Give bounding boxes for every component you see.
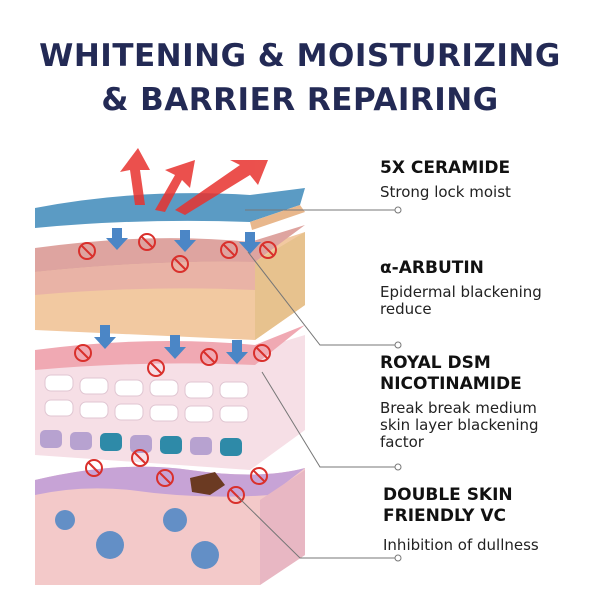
ingredient-description: Break break medium skin layer blackening… bbox=[380, 399, 539, 451]
ingredient-description: Strong lock moist bbox=[380, 183, 511, 201]
penetration-arrows-icon bbox=[94, 228, 261, 364]
connector-lines bbox=[237, 206, 402, 562]
epidermis-layer bbox=[35, 225, 305, 340]
moisture-escape-arrows-icon bbox=[120, 148, 268, 215]
ingredient-description: Inhibition of dullness bbox=[383, 536, 539, 554]
ingredient-ceramide: 5X CERAMIDE Strong lock moist bbox=[380, 158, 511, 201]
block-icons bbox=[74, 233, 277, 504]
ingredient-name: 5X CERAMIDE bbox=[380, 158, 511, 178]
barrier-layer bbox=[35, 188, 305, 230]
ingredient-description: Epidermal blackening reduce bbox=[380, 283, 542, 318]
ingredient-name: α-ARBUTIN bbox=[380, 258, 484, 278]
ingredient-arbutin: α-ARBUTIN Epidermal blackening reduce bbox=[380, 258, 580, 318]
ingredient-vitamin-c: DOUBLE SKIN FRIENDLY VC Inhibition of du… bbox=[383, 485, 553, 554]
ingredient-name: DOUBLE SKIN FRIENDLY VC bbox=[383, 485, 513, 526]
ingredient-name: ROYAL DSM NICOTINAMIDE bbox=[380, 353, 522, 394]
page-title: WHITENING & MOISTURIZING & BARRIER REPAI… bbox=[0, 34, 600, 122]
title-line-1: WHITENING & MOISTURIZING bbox=[39, 38, 561, 74]
ingredient-nicotinamide: ROYAL DSM NICOTINAMIDE Break break mediu… bbox=[380, 353, 565, 451]
title-line-2: & BARRIER REPAIRING bbox=[101, 82, 499, 118]
melanin-clump bbox=[190, 472, 225, 495]
